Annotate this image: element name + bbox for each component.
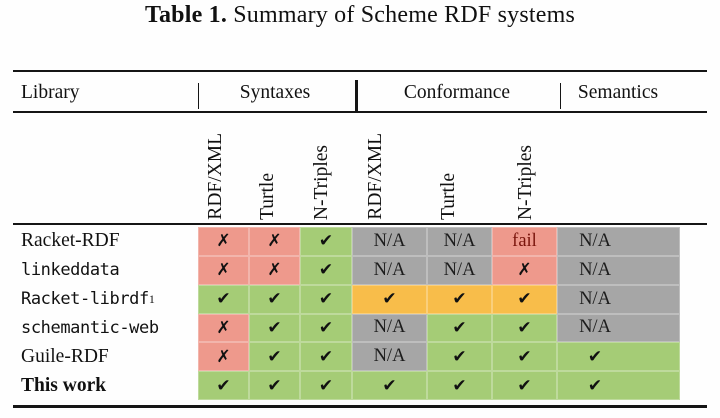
subheader-conformance-ntriples: N-Triples (515, 144, 536, 220)
row-label-linkeddata: linkeddata (21, 260, 120, 281)
rule-above-body (13, 223, 707, 225)
rule-bottom (13, 405, 707, 408)
column-header-conformance: Conformance (403, 82, 511, 103)
cell-schemantic-web-syntax-ntriples: ✔ (300, 313, 352, 343)
table-caption-text: Summary of Scheme RDF systems (227, 2, 576, 28)
header-divider (198, 83, 200, 109)
cell-racket-librdf-syntax-ntriples: ✔ (300, 284, 352, 314)
row-label-this-work: This work (21, 374, 107, 396)
cell-racket-rdf-semantics: N/A (557, 227, 680, 256)
row-label-guile-rdf: Guile-RDF (21, 345, 109, 367)
header-divider (560, 83, 562, 109)
cell-racket-rdf-syntax-rdfxml: ✗ (198, 227, 249, 256)
cell-guile-rdf-syntax-rdfxml: ✗ (198, 342, 249, 372)
row-label-text: Racket-librdf (21, 289, 149, 310)
cell-schemantic-web-syntax-rdfxml: ✗ (198, 313, 249, 343)
cell-linkeddata-syntax-rdfxml: ✗ (198, 255, 249, 285)
column-header-semantics: Semantics (577, 82, 659, 103)
subheader-conformance-turtle: Turtle (438, 173, 459, 220)
cell-schemantic-web-semantics: N/A (557, 313, 680, 343)
cell-this-work-conf-rdfxml: ✔ (352, 371, 427, 401)
header-divider-bold (355, 80, 358, 113)
rule-top (13, 70, 707, 72)
cell-racket-librdf-conf-ntriples: ✔ (492, 284, 557, 314)
cell-racket-librdf-conf-rdfxml: ✔ (352, 284, 427, 314)
subheader-syntax-rdfxml: RDF/XML (205, 133, 226, 220)
cell-racket-rdf-syntax-turtle: ✗ (249, 227, 300, 256)
row-label-schemantic-web: schemantic-web (21, 317, 159, 338)
cell-this-work-syntax-rdfxml: ✔ (198, 371, 249, 401)
cell-racket-rdf-conf-ntriples: fail (492, 227, 557, 256)
cell-racket-librdf-syntax-turtle: ✔ (249, 284, 300, 314)
cell-linkeddata-conf-turtle: N/A (427, 255, 492, 285)
cell-racket-librdf-semantics: N/A (557, 284, 680, 314)
column-header-library: Library (21, 82, 80, 103)
cell-racket-librdf-conf-turtle: ✔ (427, 284, 492, 314)
results-grid: ✗ ✗ ✔ N/A N/A fail N/A ✗ ✗ ✔ N/A N/A ✗ N… (198, 227, 680, 401)
table-caption: Table 1. Summary of Scheme RDF systems (0, 2, 720, 29)
subheader-syntax-ntriples: N-Triples (311, 144, 332, 220)
cell-linkeddata-syntax-turtle: ✗ (249, 255, 300, 285)
rule-under-header (13, 111, 707, 113)
subheader-syntax-turtle: Turtle (257, 173, 278, 220)
cell-linkeddata-conf-rdfxml: N/A (352, 255, 427, 285)
cell-schemantic-web-conf-turtle: ✔ (427, 313, 492, 343)
cell-guile-rdf-conf-turtle: ✔ (427, 342, 492, 372)
cell-racket-librdf-syntax-rdfxml: ✔ (198, 284, 249, 314)
cell-guile-rdf-syntax-turtle: ✔ (249, 342, 300, 372)
cell-racket-rdf-syntax-ntriples: ✔ (300, 227, 352, 256)
cell-guile-rdf-syntax-ntriples: ✔ (300, 342, 352, 372)
cell-schemantic-web-conf-rdfxml: N/A (352, 313, 427, 343)
cell-racket-rdf-conf-turtle: N/A (427, 227, 492, 256)
cell-schemantic-web-syntax-turtle: ✔ (249, 313, 300, 343)
cell-linkeddata-conf-ntriples: ✗ (492, 255, 557, 285)
cell-linkeddata-semantics: N/A (557, 255, 680, 285)
column-header-syntaxes: Syntaxes (239, 82, 311, 103)
cell-racket-rdf-conf-rdfxml: N/A (352, 227, 427, 256)
cell-guile-rdf-conf-rdfxml: N/A (352, 342, 427, 372)
subheader-conformance-rdfxml: RDF/XML (365, 133, 386, 220)
row-label-racket-rdf: Racket-RDF (21, 230, 120, 252)
cell-this-work-conf-ntriples: ✔ (492, 371, 557, 401)
cell-this-work-conf-turtle: ✔ (427, 371, 492, 401)
table-caption-number: Table 1. (144, 2, 228, 28)
cell-guile-rdf-conf-ntriples: ✔ (492, 342, 557, 372)
cell-linkeddata-syntax-ntriples: ✔ (300, 255, 352, 285)
cell-schemantic-web-conf-ntriples: ✔ (492, 313, 557, 343)
cell-this-work-syntax-ntriples: ✔ (300, 371, 352, 401)
cell-this-work-syntax-turtle: ✔ (249, 371, 300, 401)
cell-guile-rdf-semantics: ✔ (557, 342, 680, 372)
cell-this-work-semantics: ✔ (557, 371, 680, 401)
